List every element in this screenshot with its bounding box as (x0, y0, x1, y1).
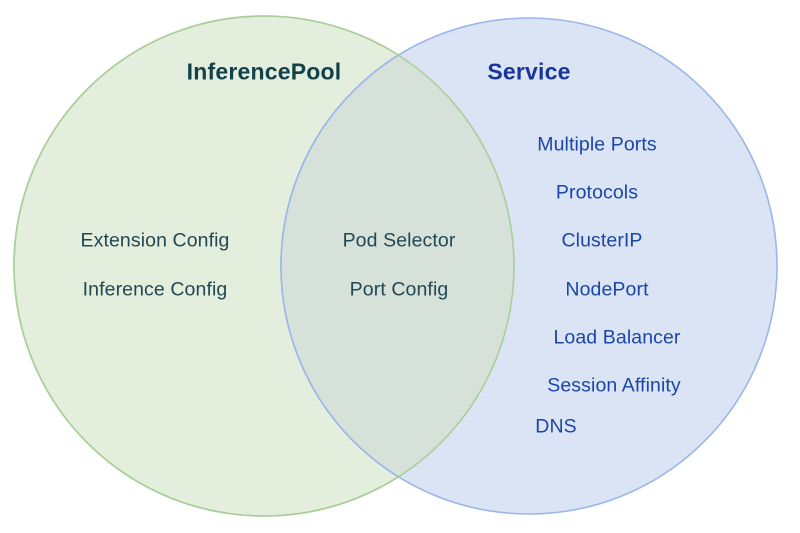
item-intersection-0: Pod Selector (342, 229, 456, 252)
item-right-0: Multiple Ports (537, 133, 657, 156)
set-title-inferencepool: InferencePool (186, 58, 342, 85)
item-intersection-1: Port Config (349, 278, 449, 301)
circle-inferencepool-outline (13, 15, 515, 517)
item-right-5: Session Affinity (547, 374, 681, 397)
item-right-4: Load Balancer (553, 326, 681, 349)
intersection-region[interactable] (280, 17, 777, 515)
item-left-0: Extension Config (80, 229, 230, 252)
item-right-1: Protocols (555, 181, 639, 204)
item-left-1: Inference Config (82, 278, 228, 301)
set-title-service: Service (487, 58, 571, 85)
item-right-3: NodePort (565, 278, 649, 301)
item-right-6: DNS (535, 415, 577, 438)
item-right-2: ClusterIP (561, 229, 643, 252)
